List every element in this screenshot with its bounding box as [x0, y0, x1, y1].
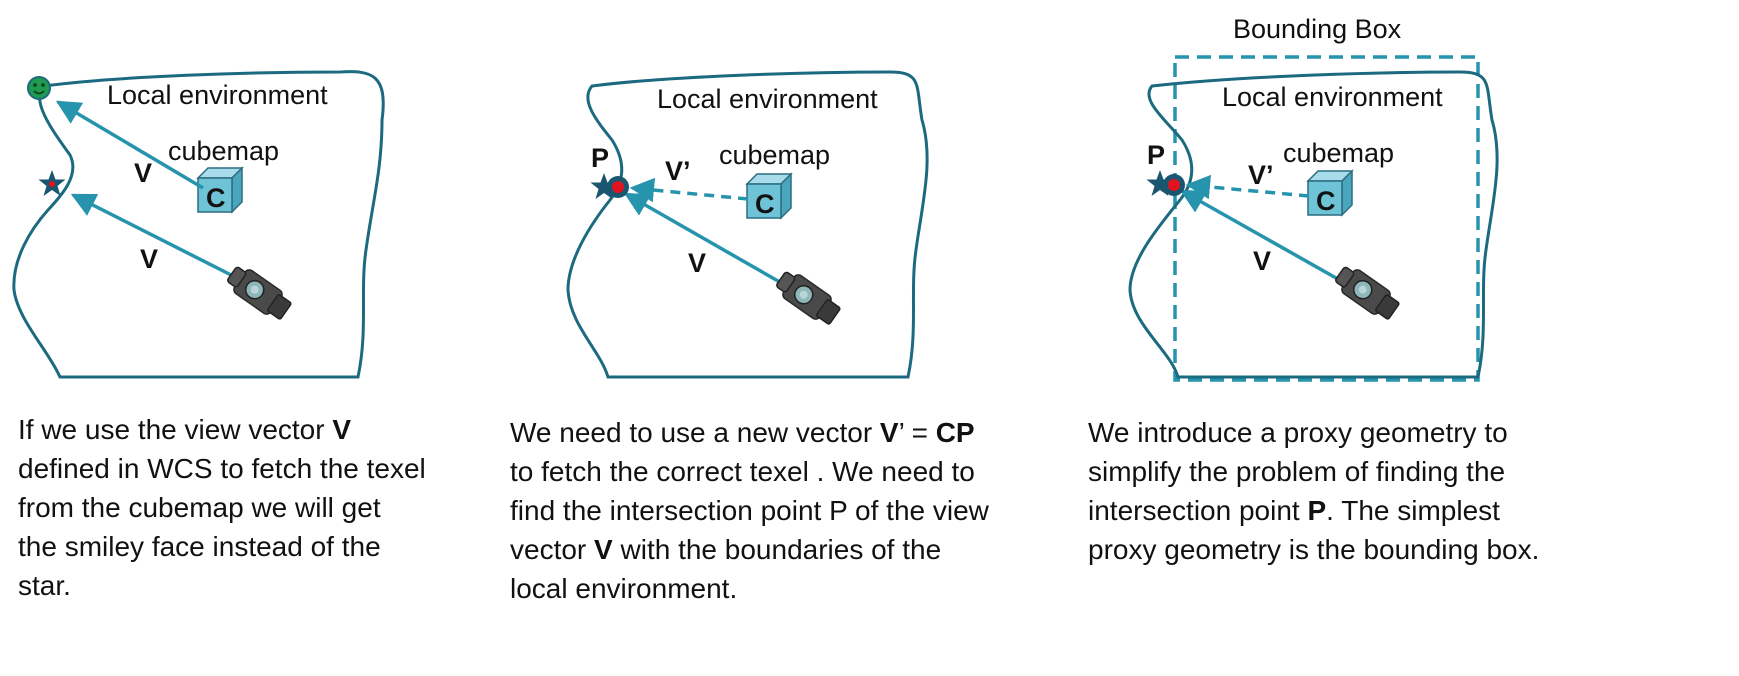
caption-bold-v: V	[594, 534, 613, 565]
environment-label: Local environment	[107, 80, 328, 110]
camera-icon	[223, 261, 295, 324]
p-label: P	[591, 143, 609, 173]
caption: We introduce a proxy geometry to simplif…	[1088, 413, 1658, 569]
v-label-top: V	[134, 158, 152, 188]
caption-line: star.	[18, 570, 71, 601]
view-vector-arrow-to-smiley	[55, 100, 204, 190]
environment-boundary	[566, 70, 929, 379]
cube-letter: C	[206, 183, 226, 213]
caption-bold-v: V	[879, 417, 899, 448]
cube-icon: C	[746, 173, 792, 219]
panel-view-vector: Local environment cubemap C V V If we us…	[0, 0, 580, 676]
caption-bold-cp: CP	[935, 417, 975, 448]
v-prime-label: V’	[665, 156, 691, 186]
caption-line: local environment.	[510, 573, 738, 604]
caption-line: We introduce a proxy geometry to	[1088, 417, 1508, 448]
caption: We need to use a new vector V’ = CP to f…	[510, 413, 1070, 608]
environment-boundary	[12, 70, 385, 379]
caption-line: We need to use a new vector	[510, 417, 880, 448]
caption-line: to fetch the correct texel . We need to	[510, 456, 975, 487]
camera-icon	[772, 266, 844, 329]
cube-letter: C	[755, 189, 775, 219]
reflected-vector-dashed-arrow	[629, 177, 749, 203]
caption-line: find the intersection point P of the vie…	[510, 495, 989, 526]
caption-line: proxy geometry is the bounding box.	[1088, 534, 1540, 565]
view-vector-arrow	[623, 192, 793, 291]
intersection-point-icon	[607, 176, 629, 198]
view-vector-arrow	[1179, 189, 1353, 289]
caption-line: with the boundaries of the	[612, 534, 942, 565]
cubemap-label: cubemap	[168, 136, 279, 166]
v-label-bottom: V	[140, 244, 158, 274]
environment-label: Local environment	[1222, 82, 1443, 112]
caption-line: If we use the view vector	[18, 414, 333, 445]
star-icon	[38, 170, 66, 196]
intersection-point-icon	[1163, 174, 1185, 196]
panel-1-diagram: Local environment cubemap C V V	[12, 70, 385, 379]
smiley-face-icon	[27, 76, 51, 100]
caption-line: from the cubemap we will get	[18, 492, 381, 523]
v-label: V	[688, 248, 706, 278]
bounding-box-label: Bounding Box	[1233, 14, 1402, 44]
cube-icon: C	[1307, 170, 1353, 216]
caption-line: defined in WCS to fetch the texel	[18, 453, 426, 484]
caption-bold-v: V	[332, 414, 352, 445]
panel-2-diagram: Local environment cubemap C P V’ V	[566, 70, 929, 379]
bounding-box-dashed	[1173, 55, 1480, 382]
panel-intersection-point: Local environment cubemap C P V’ V We ne…	[510, 0, 1140, 676]
caption-bold-p: P	[1307, 495, 1327, 526]
caption-line: the smiley face instead of the	[18, 531, 381, 562]
v-label: V	[1253, 246, 1271, 276]
caption-line: . The simplest	[1326, 495, 1500, 526]
caption-line: intersection point	[1088, 495, 1308, 526]
environment-label: Local environment	[657, 84, 878, 114]
cubemap-label: cubemap	[1283, 138, 1394, 168]
cube-letter: C	[1316, 186, 1336, 216]
caption-line: simplify the problem of finding the	[1088, 456, 1506, 487]
panel-bounding-box: Bounding Box Local environment cubemap C…	[1088, 0, 1710, 676]
caption: If we use the view vector V defined in W…	[18, 410, 426, 605]
camera-icon	[1331, 261, 1403, 324]
environment-boundary	[1128, 70, 1499, 379]
panel-3-diagram: Bounding Box Local environment cubemap C…	[1128, 14, 1499, 382]
cube-icon: C	[197, 167, 243, 213]
caption-line: vector	[510, 534, 595, 565]
reflected-vector-dashed-arrow	[1185, 174, 1310, 200]
cubemap-label: cubemap	[719, 140, 830, 170]
p-label: P	[1147, 140, 1165, 170]
view-vector-arrow-to-star	[70, 193, 244, 283]
v-prime-label: V’	[1248, 160, 1274, 190]
caption-line: ’ =	[898, 417, 936, 448]
